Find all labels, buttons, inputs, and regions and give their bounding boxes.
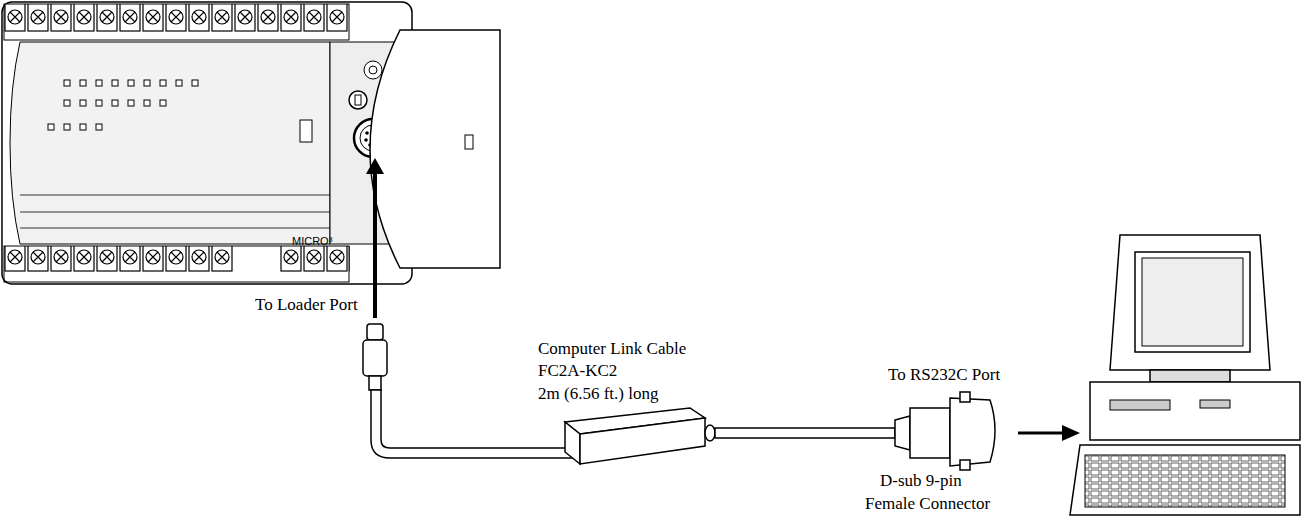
brand-label: MICRO³ — [292, 231, 332, 251]
port-label: To Loader Port — [255, 295, 358, 315]
part-number: FC2A-KC2 — [538, 361, 617, 381]
cable-length: 2m (6.56 ft.) long — [538, 384, 658, 404]
connector-type: Female Connector — [865, 494, 990, 514]
pointer-arrow — [1018, 432, 1065, 435]
cable-name: Computer Link Cable — [538, 339, 686, 359]
connector-type: D-sub 9-pin — [880, 471, 962, 491]
port-label: To RS232C Port — [888, 365, 1000, 385]
arrow-head — [366, 158, 384, 174]
pointer-arrow — [373, 172, 377, 318]
link-cable — [363, 324, 995, 470]
plc-unit — [2, 2, 500, 284]
personal-computer — [1070, 235, 1300, 515]
arrow-head — [1062, 425, 1080, 441]
